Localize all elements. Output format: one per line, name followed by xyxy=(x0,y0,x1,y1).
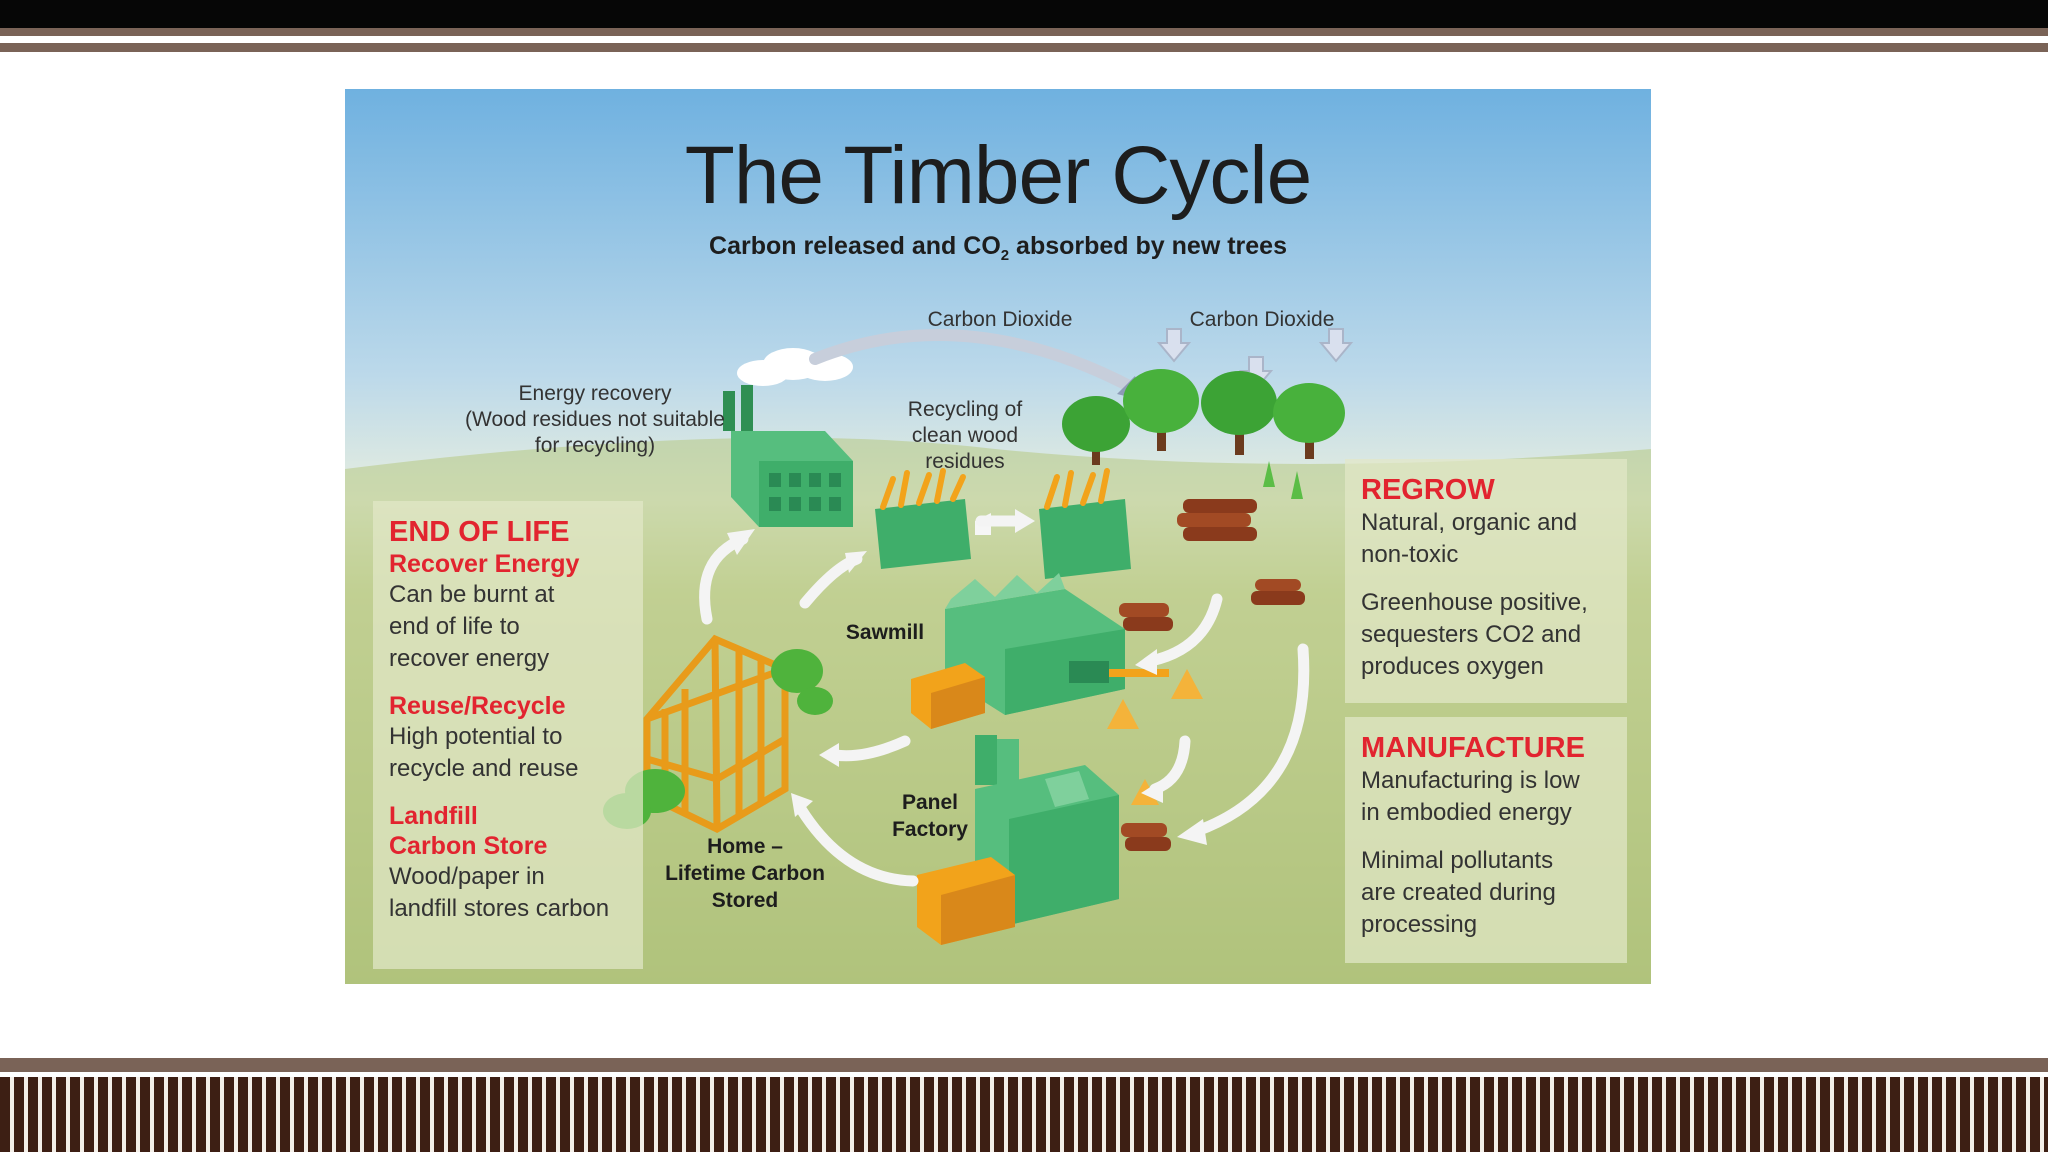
sawmill-icon xyxy=(945,573,1169,715)
bottom-decorative-bar xyxy=(0,1058,2048,1152)
cycle-arrowheads-icon xyxy=(727,509,1207,845)
landfill-heading: Landfill Carbon Store xyxy=(389,802,548,860)
energy-recovery-label: Energy recovery (Wood residues not suita… xyxy=(465,382,725,457)
carbon-dioxide-label-2: Carbon Dioxide xyxy=(1189,308,1335,331)
regrow-panel: REGROW Natural, organic and non-toxic Gr… xyxy=(1345,459,1627,703)
panel-factory-label: Panel Factory xyxy=(892,791,968,841)
panel-stack-icon xyxy=(917,857,1015,945)
subtitle-suffix: absorbed by new trees xyxy=(1009,232,1287,260)
logs-icon xyxy=(1119,499,1305,851)
forest-trees-icon xyxy=(1062,369,1345,499)
manufacture-text-2: Minimal pollutants are created during pr… xyxy=(1361,847,1556,938)
house-frame-icon xyxy=(643,634,789,833)
end-of-life-panel: END OF LIFE Recover Energy Can be burnt … xyxy=(373,501,643,969)
regrow-text-2: Greenhouse positive, sequesters CO2 and … xyxy=(1361,589,1588,680)
recover-energy-heading: Recover Energy xyxy=(389,550,580,578)
co2-arrow-icon xyxy=(809,329,1141,395)
sawmill-label: Sawmill xyxy=(845,621,925,644)
landfill-text: Wood/paper in landfill stores carbon xyxy=(389,863,610,922)
cycle-illustration xyxy=(345,328,1651,984)
recover-energy-text: Can be burnt at end of life to recover e… xyxy=(389,581,555,672)
timber-cycle-poster: The Timber Cycle Carbon released and CO2… xyxy=(345,89,1651,984)
recycling-label: Recycling of clean wood residues xyxy=(907,398,1023,473)
subtitle-prefix: Carbon released and CO xyxy=(709,232,1001,260)
manufacture-heading: MANUFACTURE xyxy=(1361,732,1585,764)
regrow-heading: REGROW xyxy=(1361,474,1495,506)
reuse-recycle-text: High potential to recycle and reuse xyxy=(389,723,579,782)
manufacture-text-1: Manufacturing is low in embodied energy xyxy=(1361,767,1580,826)
poster-subtitle: Carbon released and CO2 absorbed by new … xyxy=(345,232,1651,264)
end-of-life-heading: END OF LIFE xyxy=(389,516,570,548)
panel-factory-icon xyxy=(975,735,1119,925)
carbon-dioxide-label-1: Carbon Dioxide xyxy=(927,308,1073,331)
energy-factory-icon xyxy=(723,385,853,527)
reuse-recycle-heading: Reuse/Recycle xyxy=(389,692,566,720)
subtitle-subscript: 2 xyxy=(1000,247,1010,264)
co2-down-arrows-icon xyxy=(1156,328,1354,391)
timber-stack-icon xyxy=(911,663,985,729)
regrow-text-1: Natural, organic and non-toxic xyxy=(1361,509,1578,568)
manufacture-panel: MANUFACTURE Manufacturing is low in embo… xyxy=(1345,717,1627,963)
poster-title: The Timber Cycle xyxy=(684,130,1313,221)
top-decorative-bar xyxy=(0,0,2048,54)
home-label: Home – Lifetime Carbon Stored xyxy=(665,835,825,912)
